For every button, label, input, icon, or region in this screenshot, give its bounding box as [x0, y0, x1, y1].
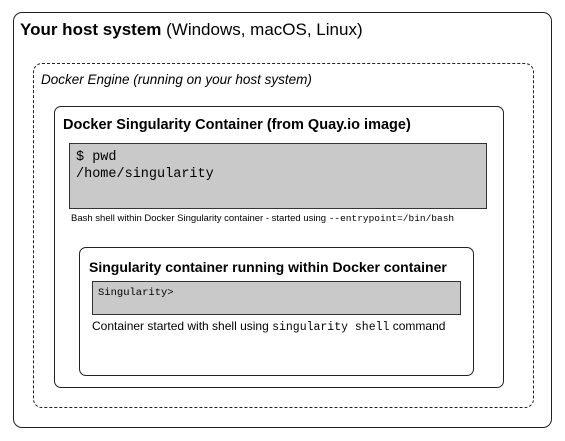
singularity-caption-text-after: command — [389, 319, 446, 333]
singularity-caption-code: singularity shell — [272, 321, 390, 334]
host-system-title: Your host system (Windows, macOS, Linux) — [20, 20, 363, 40]
singularity-caption-text-before: Container started with shell using — [92, 319, 273, 333]
docker-terminal: $ pwd /home/singularity — [69, 143, 487, 209]
singularity-container-caption: Container started with shell using singu… — [92, 319, 445, 334]
terminal-line-command: $ pwd — [76, 150, 117, 165]
docker-container-title: Docker Singularity Container (from Quay.… — [63, 117, 411, 133]
terminal-line-output: /home/singularity — [76, 167, 214, 182]
host-system-title-rest: (Windows, macOS, Linux) — [161, 20, 363, 39]
docker-engine-title: Docker Engine (running on your host syst… — [41, 72, 312, 87]
host-system-title-bold: Your host system — [20, 20, 162, 39]
docker-caption-code: --entrypoint=/bin/bash — [328, 213, 455, 224]
docker-container-caption: Bash shell within Docker Singularity con… — [71, 213, 454, 224]
singularity-terminal: Singularity> — [92, 281, 461, 315]
docker-engine-box — [33, 63, 534, 408]
host-system-box — [13, 12, 552, 428]
singularity-container-title: Singularity container running within Doc… — [89, 259, 447, 275]
docker-caption-text: Bash shell within Docker Singularity con… — [71, 213, 329, 224]
